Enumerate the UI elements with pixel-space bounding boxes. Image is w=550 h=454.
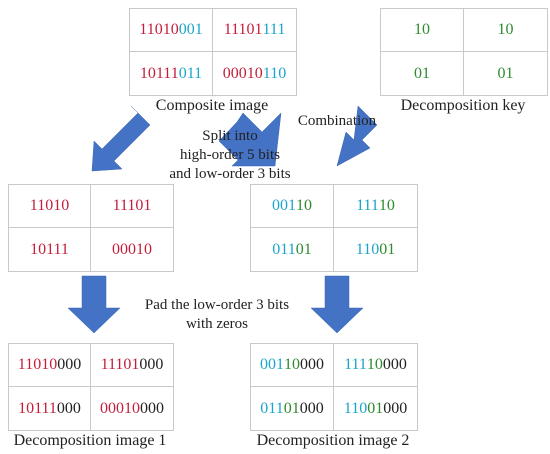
key-cell: 10 xyxy=(381,9,464,52)
arrow-pad-right xyxy=(310,275,364,334)
arrow-combination xyxy=(336,105,378,167)
high-order-cell: 11101 xyxy=(91,185,173,228)
arrow-split-right xyxy=(218,112,282,167)
pad-note: Pad the low-order 3 bits with zeros xyxy=(144,297,290,332)
key-cell: 01 xyxy=(381,52,464,95)
key-cell: 01 xyxy=(497,64,514,82)
arrow-split-left xyxy=(91,105,151,172)
arrow-pad-left xyxy=(67,275,121,334)
composite-image-label: Composite image xyxy=(155,97,269,114)
decomposition-key-label: Decomposition key xyxy=(400,97,526,114)
combination-label: Combination xyxy=(297,113,377,129)
decomposition-image-2-label: Decomposition image 2 xyxy=(256,432,410,449)
high-order-cell: 00010 xyxy=(112,240,152,258)
high-order-cell: 10111 xyxy=(9,228,91,271)
key-cell: 10 xyxy=(464,9,547,52)
split-note: Split into high-order 5 bits and low-ord… xyxy=(169,128,291,182)
high-order-grid: 11010 11101 10111 00010 xyxy=(8,184,174,272)
decomposition-image-1-label: Decomposition image 1 xyxy=(13,432,167,449)
high-order-cell: 11010 xyxy=(9,185,91,228)
decomposition-key-grid: 10 10 01 01 xyxy=(380,8,548,96)
